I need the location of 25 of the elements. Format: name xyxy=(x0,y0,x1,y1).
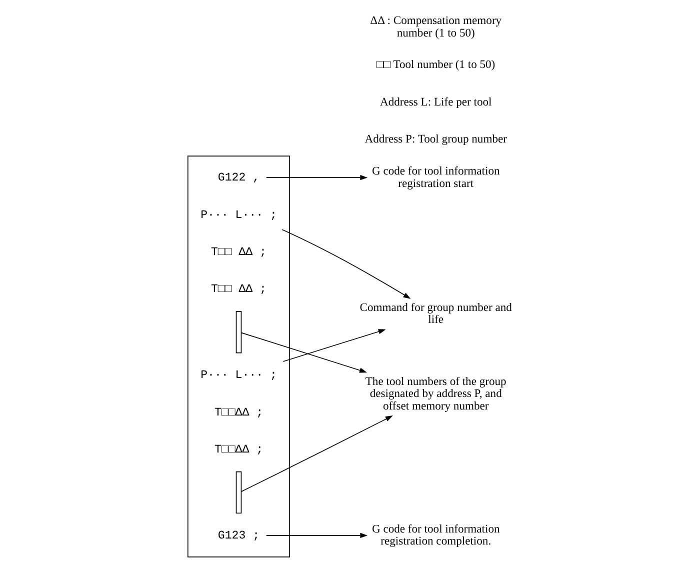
label: ΔΔ : Compensation memory number (1 to 50) xyxy=(370,14,502,40)
node-text: G123 ; xyxy=(217,530,260,543)
arrow xyxy=(265,532,368,538)
arrow xyxy=(282,329,386,362)
arrow xyxy=(240,416,392,492)
label: Address P: Tool group number xyxy=(364,132,506,146)
node-text: Command for group number and life xyxy=(359,300,512,326)
node-text: P··· L··· ; xyxy=(200,208,276,222)
node-text: T□□ ΔΔ ; xyxy=(210,283,266,296)
node-text: T□□ ΔΔ ; xyxy=(210,246,266,260)
arrow xyxy=(240,332,366,373)
node-text: P··· L··· ; xyxy=(200,369,276,382)
node-text: T□□ΔΔ ; xyxy=(214,406,263,420)
node-text: G code for tool information registration completion. xyxy=(371,522,500,548)
arrow xyxy=(265,174,368,180)
node-text: G code for tool information registration start xyxy=(371,164,500,190)
node-text: The tool numbers of the group designated by address P, and offset memory number xyxy=(364,374,506,413)
node-bracket xyxy=(235,471,242,514)
node-text: T□□ΔΔ ; xyxy=(214,444,263,457)
node-bracket xyxy=(235,311,242,354)
label: □□ Tool number (1 to 50) xyxy=(376,58,495,72)
label: Address L: Life per tool xyxy=(379,95,492,108)
cluster xyxy=(187,156,290,558)
arrow xyxy=(281,229,410,299)
node-text: G122 , xyxy=(217,172,260,185)
